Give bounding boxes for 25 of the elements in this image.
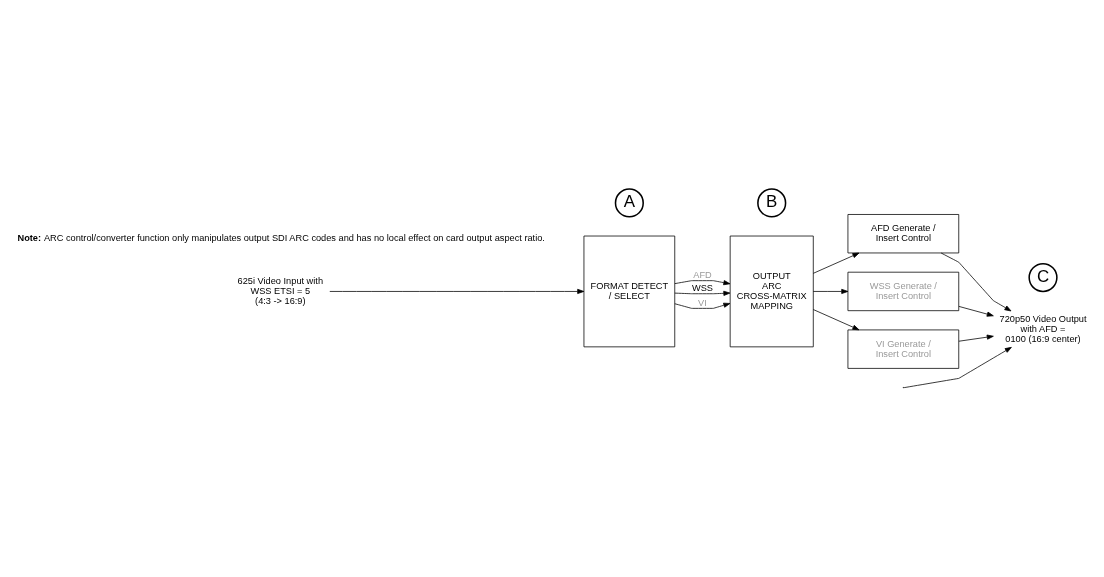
arrow xyxy=(940,252,1012,312)
label: Note: ARC control/converter function only manipulates output SDI ARC codes and has no local effect on card output aspect ratio. xyxy=(17,233,545,244)
arrow xyxy=(812,309,860,331)
node-box: VI Generate / Insert Control xyxy=(847,329,960,369)
edge-label: VI xyxy=(698,297,707,308)
arrow xyxy=(812,252,860,274)
arrow xyxy=(674,290,731,296)
arrow xyxy=(958,334,994,342)
arrow xyxy=(674,280,731,286)
arrow xyxy=(674,302,731,309)
node-box: AFD Generate / Insert Control xyxy=(847,214,960,254)
edge-label: AFD xyxy=(693,270,712,281)
node-circle: B xyxy=(757,188,787,218)
node-box: WSS Generate / Insert Control xyxy=(847,271,960,312)
node-circle: C xyxy=(1028,262,1058,293)
node-box: FORMAT DETECT / SELECT xyxy=(583,235,676,348)
arrow xyxy=(903,346,1012,389)
arrow xyxy=(958,306,994,317)
node-text: 720p50 Video Output with AFD = 0100 (16:9 center) xyxy=(999,313,1087,344)
arrow xyxy=(812,288,849,294)
arrow xyxy=(329,288,585,294)
edge-label: WSS xyxy=(691,283,713,294)
node-box: OUTPUT ARC CROSS-MATRIX MAPPING xyxy=(729,235,814,348)
node-circle: A xyxy=(614,188,644,218)
node-text: 625i Video Input with WSS ETSI = 5 (4:3 -> 16:9) xyxy=(237,275,324,306)
